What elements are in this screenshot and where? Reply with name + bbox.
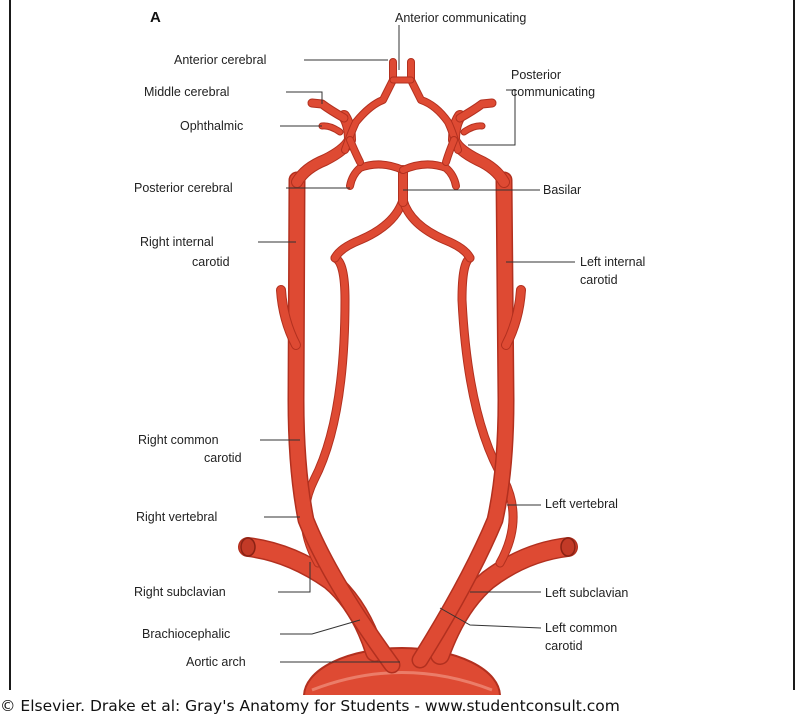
arterial-diagram: A <box>0 0 795 695</box>
label-posterior-cerebral: Posterior cerebral <box>134 181 233 195</box>
label-right-vertebral: Right vertebral <box>136 510 217 524</box>
label-left-common-carotid-line2: carotid <box>545 639 583 653</box>
subclavian-arteries <box>241 538 575 655</box>
label-right-common-carotid-line2: carotid <box>204 451 242 465</box>
label-posterior-communicating-line2: communicating <box>511 85 595 99</box>
aortic-arch-shape <box>304 648 500 695</box>
label-right-internal-carotid-line2: carotid <box>192 255 230 269</box>
label-right-subclavian: Right subclavian <box>134 585 226 599</box>
copyright-notice: © Elsevier. Drake et al: Gray's Anatomy … <box>0 697 795 715</box>
label-ophthalmic: Ophthalmic <box>180 119 243 133</box>
label-left-internal-carotid-line2: carotid <box>580 273 618 287</box>
label-anterior-communicating: Anterior communicating <box>395 11 526 25</box>
label-right-internal-carotid-line1: Right internal <box>140 235 214 249</box>
label-aortic-arch: Aortic arch <box>186 655 246 669</box>
label-right-common-carotid-line1: Right common <box>138 433 219 447</box>
labels: Anterior communicating Anterior cerebral… <box>134 11 645 669</box>
label-posterior-communicating-line1: Posterior <box>511 68 561 82</box>
label-brachiocephalic: Brachiocephalic <box>142 627 230 641</box>
label-left-internal-carotid-line1: Left internal <box>580 255 645 269</box>
label-left-vertebral: Left vertebral <box>545 497 618 511</box>
label-basilar: Basilar <box>543 183 581 197</box>
vertebral-arteries <box>305 164 513 563</box>
label-middle-cerebral: Middle cerebral <box>144 85 229 99</box>
label-anterior-cerebral: Anterior cerebral <box>174 53 266 67</box>
panel-letter: A <box>150 9 161 26</box>
label-left-common-carotid-line1: Left common <box>545 621 617 635</box>
label-left-subclavian: Left subclavian <box>545 586 628 600</box>
